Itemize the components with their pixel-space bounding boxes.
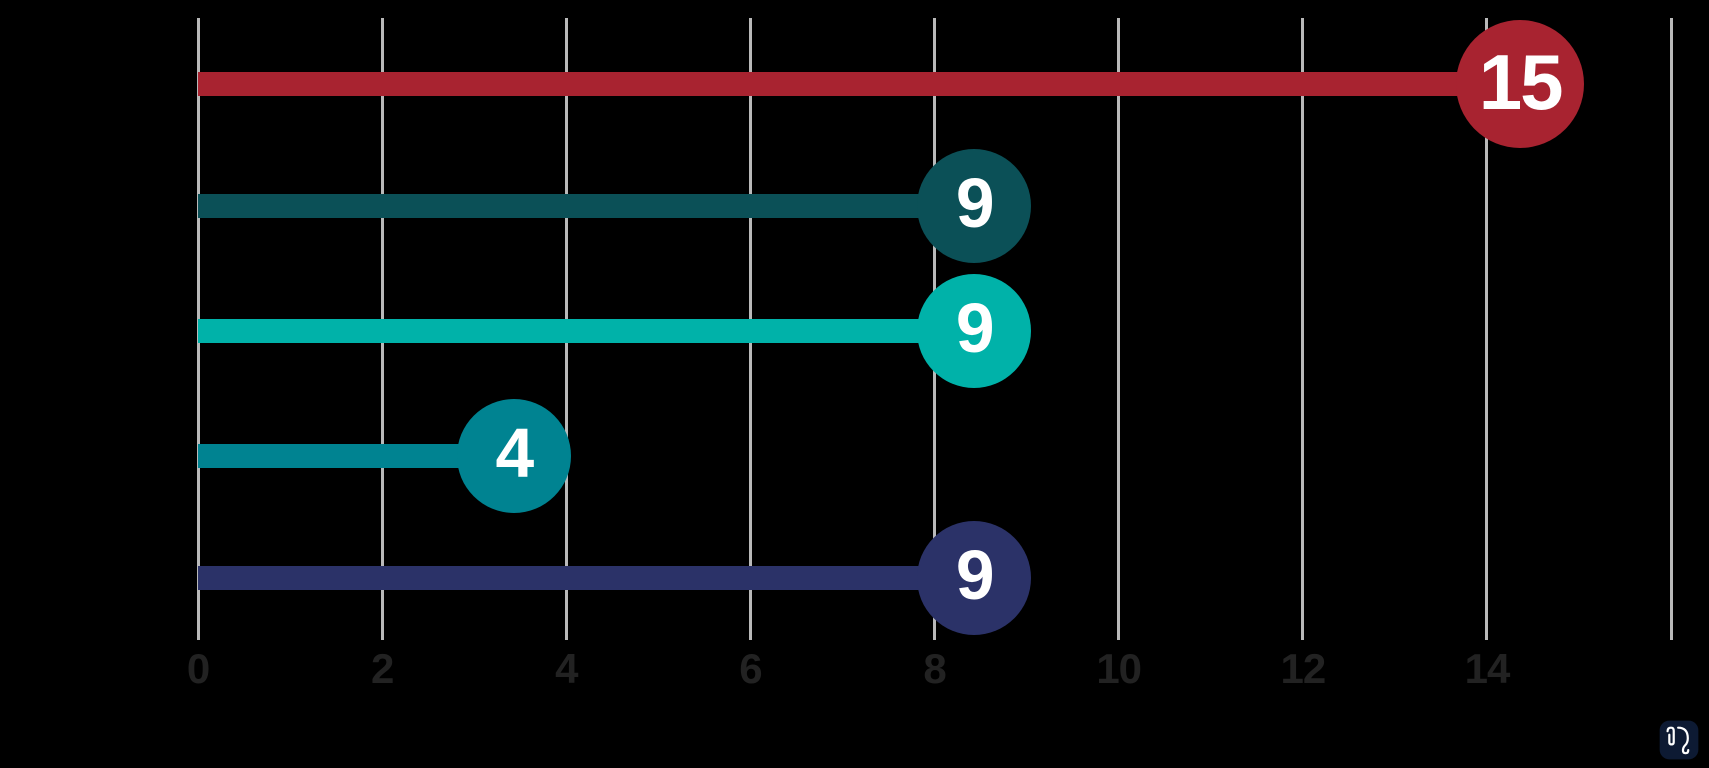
value-label: 9 (955, 164, 995, 243)
bar-3[interactable] (198, 319, 975, 343)
value-bubble-2[interactable]: 9 (917, 149, 1032, 263)
elephant-logo (1659, 720, 1699, 760)
x-tick-label-2: 2 (370, 645, 394, 692)
bar-2[interactable] (198, 194, 975, 218)
gridline-x-14 (1485, 18, 1489, 640)
gridline-x-16 (1669, 18, 1673, 640)
value-label: 9 (955, 289, 995, 368)
value-label: 15 (1478, 37, 1564, 126)
bar-5[interactable] (198, 566, 975, 590)
x-tick-label-4: 4 (555, 645, 578, 692)
x-tick-label-14: 14 (1464, 645, 1511, 692)
x-tick-label-6: 6 (739, 645, 762, 692)
gridline-x-12 (1301, 18, 1305, 640)
x-tick-label-0: 0 (186, 645, 210, 692)
gridline-x-10 (1117, 18, 1121, 640)
x-tick-label-10: 10 (1096, 645, 1142, 692)
value-label: 4 (495, 414, 534, 493)
value-bubble-5[interactable]: 9 (917, 521, 1032, 635)
x-tick-label-8: 8 (923, 645, 946, 692)
value-bubble-4[interactable]: 4 (456, 399, 571, 513)
value-bubble-3[interactable]: 9 (917, 274, 1032, 388)
bar-1[interactable] (198, 72, 1521, 96)
x-tick-label-12: 12 (1280, 645, 1326, 692)
value-label: 9 (955, 536, 995, 615)
value-bubble-1[interactable]: 15 (1456, 20, 1585, 148)
